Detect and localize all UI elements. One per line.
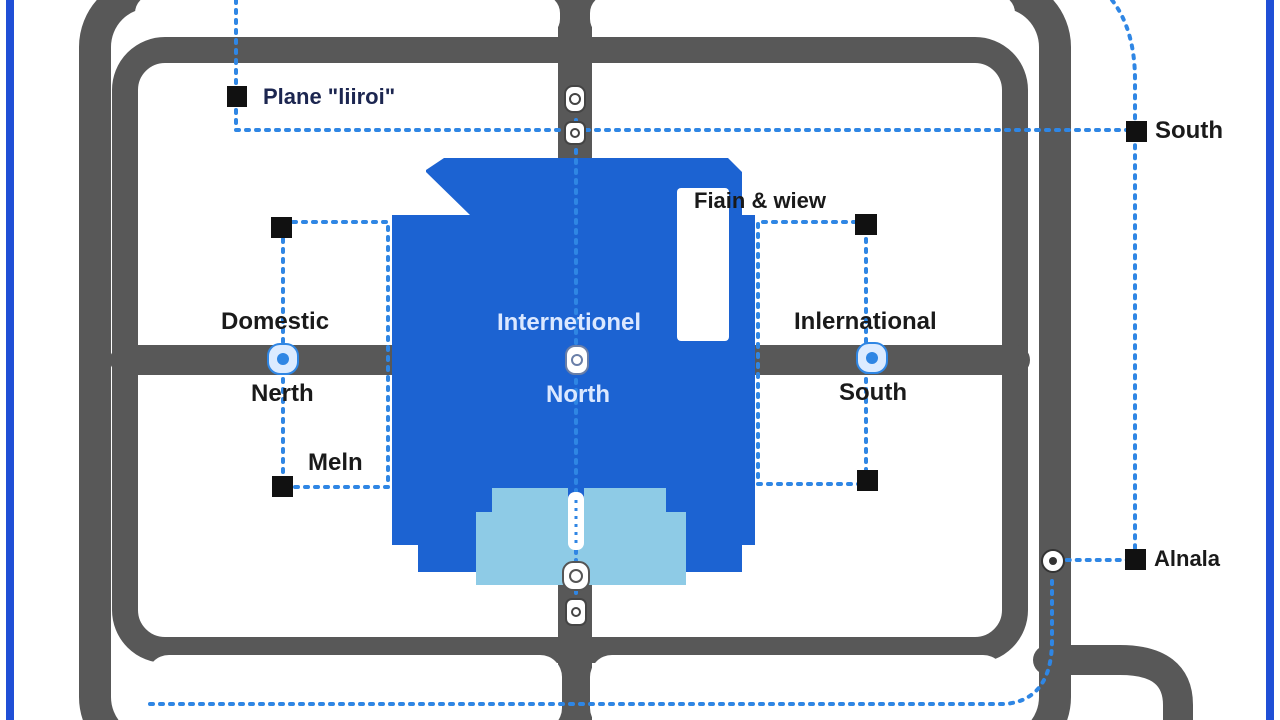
label-main: Meln: [308, 449, 363, 476]
south-loop-road: [1033, 645, 1193, 720]
transit-marker-icon[interactable]: [1041, 549, 1065, 573]
label-south-top: South: [1155, 117, 1223, 144]
stop-square-icon[interactable]: [271, 217, 292, 238]
block-nw-top: [135, 0, 560, 37]
label-plane: Plane "liiroi": [263, 84, 396, 109]
label-north-center: North: [546, 381, 610, 408]
outer-ring-road: [79, 0, 1071, 720]
transit-marker-icon[interactable]: [562, 561, 590, 591]
stop-square-icon[interactable]: [1126, 121, 1147, 142]
block-ne-top: [590, 0, 1015, 37]
label-domestic: Domestic: [221, 308, 330, 335]
label-alnala: Alnala: [1154, 546, 1221, 571]
transit-marker-icon[interactable]: [565, 598, 587, 626]
route-west-loop: [281, 220, 390, 489]
route-north: [234, 0, 1138, 132]
label-fiain-view: Fiain & wiew: [694, 188, 827, 213]
label-international-right: Inlernational: [794, 308, 937, 335]
route-south: [148, 573, 1054, 706]
transit-marker-icon[interactable]: [568, 492, 584, 550]
terminal-cutout: [677, 188, 729, 341]
transit-markers: [267, 85, 1065, 626]
stops: [227, 86, 1147, 570]
route-east-loop: [756, 220, 868, 486]
block-sw-bottom: [147, 655, 562, 720]
label-south-right: South: [839, 379, 907, 406]
transit-marker-icon[interactable]: [856, 342, 888, 374]
transit-marker-icon[interactable]: [564, 121, 586, 145]
transit-marker-icon[interactable]: [565, 345, 589, 375]
transit-marker-icon[interactable]: [267, 343, 299, 375]
stop-square-icon[interactable]: [227, 86, 247, 107]
stop-square-icon[interactable]: [855, 214, 877, 235]
label-north-left: Nerth: [251, 380, 314, 407]
transit-marker-icon[interactable]: [564, 85, 586, 113]
stop-square-icon[interactable]: [857, 470, 878, 491]
block-se-bottom: [590, 655, 1005, 720]
route-east-arc: [1051, 0, 1137, 562]
stop-square-icon[interactable]: [272, 476, 293, 497]
label-international-center: Internetionel: [497, 309, 642, 336]
stop-square-icon[interactable]: [1125, 549, 1146, 570]
